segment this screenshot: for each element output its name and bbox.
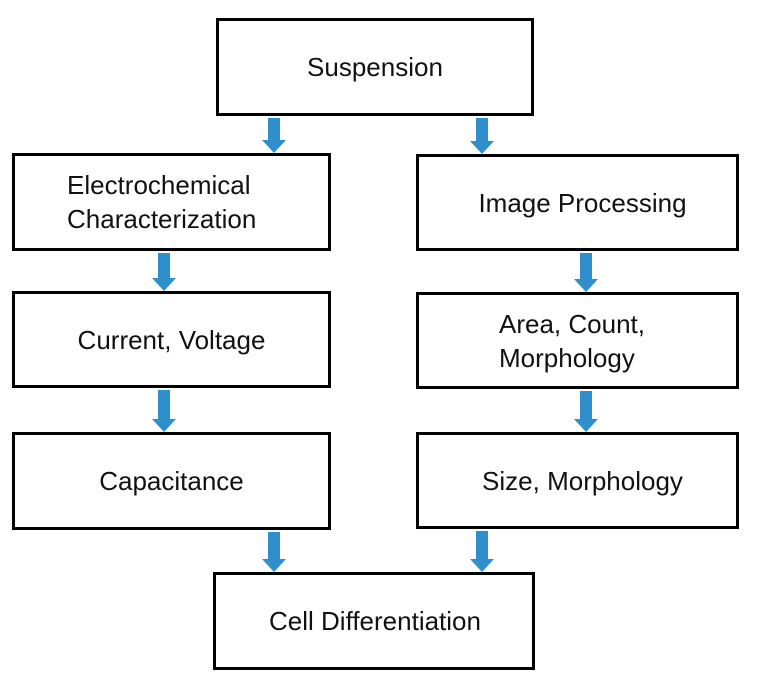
arrow-image-processing-to-area [574,253,598,292]
node-electrochemical-label-line1: Electrochemical [67,170,251,200]
node-image-processing: Image Processing [416,154,739,251]
node-capacitance-label: Capacitance [99,466,244,496]
node-cell-differentiation-label: Cell Differentiation [269,606,481,636]
node-size-morphology-label: Size, Morphology [482,465,683,496]
arrow-suspension-to-image-processing [470,118,494,154]
node-capacitance: Capacitance [12,432,331,530]
node-current-voltage: Current, Voltage [12,291,331,388]
node-cell-differentiation: Cell Differentiation [213,572,535,670]
node-size-morphology: Size, Morphology [416,432,739,529]
node-current-voltage-label: Current, Voltage [77,324,266,355]
arrow-area-to-size-morphology [574,391,598,432]
node-area-label-line1: Area, Count, [499,308,645,339]
node-image-processing-label: Image Processing [478,187,687,218]
node-area-label-line2: Morphology [499,342,635,373]
node-suspension-label: Suspension [307,52,443,82]
arrow-current-voltage-to-capacitance [152,390,176,432]
arrow-electrochemical-to-current-voltage [152,253,176,291]
arrow-capacitance-to-cell-differentiation [262,532,286,572]
node-area-count-morphology: Area, Count, Morphology [416,292,739,389]
node-electrochemical-label-line2: Characterization [67,204,257,234]
node-electrochemical-characterization: Electrochemical Characterization [12,153,331,251]
node-suspension: Suspension [216,18,534,116]
arrow-size-morphology-to-cell-differentiation [470,531,494,572]
arrow-suspension-to-electrochemical [262,118,286,153]
